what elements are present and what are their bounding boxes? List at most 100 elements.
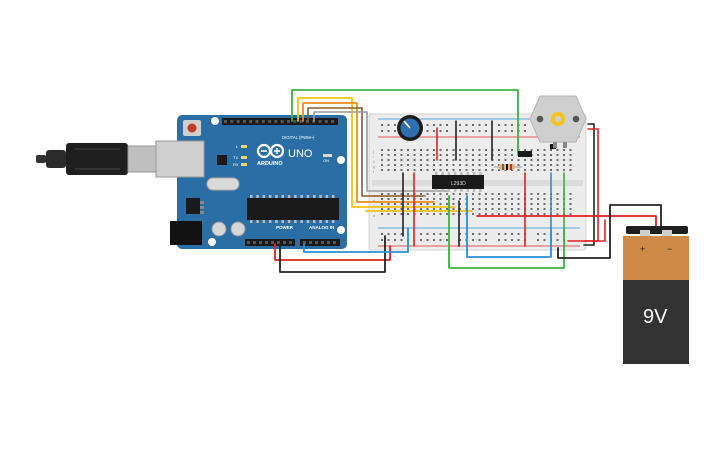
potentiometer[interactable]	[397, 115, 423, 141]
motor-mount-hole	[572, 115, 580, 123]
breadboard-hole	[569, 193, 572, 195]
reset-button-cap[interactable]	[187, 123, 197, 133]
breadboard-hole	[563, 164, 565, 166]
row-label-f: f	[373, 169, 375, 174]
wire-black-arduino-to-board[interactable]	[279, 235, 386, 273]
wire-gray-from-header[interactable]	[313, 111, 448, 192]
breadboard-hole	[439, 164, 442, 166]
breadboard-hole	[446, 164, 448, 166]
breadboard-hole	[478, 149, 481, 151]
breadboard-hole	[387, 203, 390, 205]
chip-pin	[435, 172, 438, 175]
wire-orange-from-header[interactable]	[302, 102, 435, 203]
breadboard-hole	[537, 154, 539, 156]
breadboard-hole	[407, 203, 409, 205]
wire-black-battery[interactable]	[557, 204, 662, 259]
breadboard-hole	[498, 124, 500, 126]
breadboard-hole	[387, 154, 390, 156]
breadboard-hole	[381, 124, 383, 126]
breadboard-hole	[511, 239, 513, 241]
breadboard-hole	[433, 213, 435, 215]
wire-brown-from-header[interactable]	[307, 107, 426, 197]
breadboard-hole	[446, 233, 448, 235]
breadboard-hole	[556, 159, 559, 161]
breadboard-hole	[446, 198, 448, 200]
potentiometer-indicator	[403, 120, 411, 129]
breadboard-hole	[420, 233, 422, 235]
breadboard-hole	[426, 124, 429, 126]
battery-body	[623, 280, 689, 364]
wire-red-arduino-to-board[interactable]	[274, 243, 391, 261]
breadboard-hole	[511, 124, 513, 126]
breadboard-hole	[394, 203, 396, 205]
breadboard-hole	[543, 154, 546, 156]
breadboard-hole	[400, 213, 403, 215]
breadboard-hole	[413, 164, 416, 166]
breadboard-hole	[459, 130, 461, 132]
breadboard-hole	[537, 198, 539, 200]
arduino-logo	[256, 143, 285, 159]
led-l	[241, 145, 247, 148]
mounting-hole	[337, 156, 345, 164]
breadboard-hole	[426, 159, 429, 161]
breadboard-hole	[459, 164, 461, 166]
breadboard-hole	[517, 169, 520, 171]
header-pin	[271, 241, 274, 244]
chip-pin	[435, 189, 438, 192]
breadboard-hole	[478, 198, 481, 200]
mcu-pin	[325, 195, 329, 198]
breadboard-hole	[478, 159, 481, 161]
chip-pins	[435, 172, 482, 192]
breadboard-hole	[498, 208, 500, 210]
resistor[interactable]	[494, 164, 522, 170]
breadboard-hole	[543, 239, 546, 241]
breadboard-hole	[517, 208, 520, 210]
mcu-pin	[313, 220, 316, 223]
breadboard-hole	[452, 213, 455, 215]
battery-9v[interactable]: + − 9V	[623, 226, 689, 364]
breadboard-hole	[439, 130, 442, 132]
breadboard-hole	[407, 193, 409, 195]
breadboard-hole	[504, 130, 507, 132]
mcu-pin	[268, 220, 272, 223]
wire-black-motor-right[interactable]	[583, 123, 595, 246]
breadboard-hole	[465, 169, 468, 171]
breadboard-hole	[569, 164, 572, 166]
led-on-label: ON	[323, 158, 329, 163]
battery-top	[623, 236, 689, 280]
breadboard-hole	[400, 198, 403, 200]
breadboard-hole	[433, 239, 435, 241]
usb-cable[interactable]	[36, 143, 159, 175]
breadboard-hole	[478, 233, 481, 235]
mcu-pin	[256, 220, 259, 223]
wire-blue-loop[interactable]	[466, 195, 552, 258]
l293d-driver-chip[interactable]: L293D	[432, 172, 484, 192]
breadboard-hole	[498, 213, 500, 215]
breadboard-hole	[569, 159, 572, 161]
led-on	[323, 154, 332, 157]
wire-red-battery-2[interactable]	[567, 219, 606, 242]
breadboard-hole	[491, 203, 494, 205]
breadboard-hole	[504, 233, 507, 235]
breadboard-hole	[485, 164, 487, 166]
breadboard-hole	[504, 159, 507, 161]
breadboard-hole	[530, 213, 533, 215]
wire-yellow-from-header[interactable]	[297, 97, 456, 208]
breadboard-hole	[530, 164, 533, 166]
breadboard-hole	[426, 193, 429, 195]
breadboard-hole	[556, 203, 559, 205]
usb-interface-chip	[217, 155, 227, 165]
wire-red-battery[interactable]	[476, 215, 657, 227]
breadboard-hole	[420, 239, 422, 241]
arduino-uno-board[interactable]: L TX RX ON ARDUINO UNO DIGITAL (PWM~) PO…	[155, 115, 347, 249]
breadboard-hole	[387, 169, 390, 171]
wire-blue-arduino-to-board[interactable]	[303, 227, 409, 253]
breadboard-hole	[511, 193, 513, 195]
breadboard-hole	[543, 164, 546, 166]
dc-motor[interactable]	[529, 95, 587, 148]
mcu-pin	[275, 195, 278, 198]
breadboard-hole	[556, 154, 559, 156]
wire-green-to-motor[interactable]	[291, 89, 519, 155]
breadboard-hole	[394, 169, 396, 171]
wire-green-loop[interactable]	[448, 195, 565, 269]
